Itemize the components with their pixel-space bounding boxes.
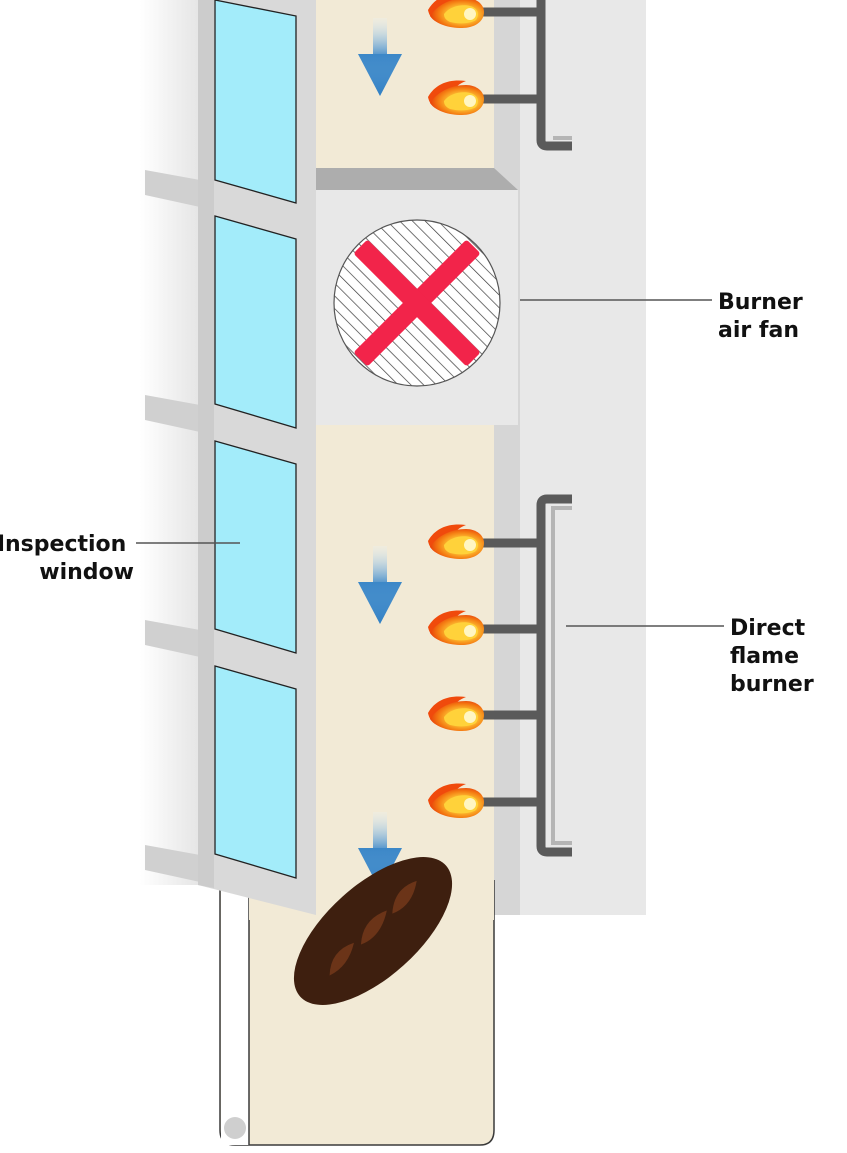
inspection-window-pane [214, 665, 297, 879]
inspection-window-pane [214, 215, 297, 429]
wall-ledge [145, 170, 200, 207]
inspection-window-label-line1: Inspection [0, 532, 126, 557]
upper-burner-manifold [478, 0, 572, 151]
wall-ledge [145, 845, 200, 882]
direct-flame-burner-label-line3: burner [730, 672, 814, 697]
direct-flame-burner-label-line1: Direct [730, 616, 806, 641]
burner-fan-label-line1: Burner [718, 290, 803, 315]
wall-ledge [145, 395, 200, 432]
fan-housing-top [316, 168, 518, 190]
direct-flame-burner-label-line2: flame [730, 644, 799, 669]
lower-burner-manifold [478, 494, 572, 857]
inspection-window-label-line2: window [39, 560, 134, 585]
direct-flame-burner-label: Direct flame burner [730, 616, 814, 697]
inspection-window-pane [214, 440, 297, 654]
wall-ledge [145, 620, 200, 657]
conveyor-belt [219, 880, 495, 1146]
conveyor-roller [224, 1117, 246, 1139]
outer-wall-left [140, 0, 202, 885]
burner-fan-label: Burner air fan [718, 290, 810, 343]
lower-chamber [316, 425, 494, 915]
inspection-window-label: Inspection window [0, 532, 134, 585]
burner-fan-label-line2: air fan [718, 318, 799, 343]
outer-wall-right-shade [493, 0, 520, 915]
bread-icon [293, 857, 453, 1005]
upper-chamber [316, 0, 494, 168]
inspection-window-pane [214, 0, 297, 204]
fan-icon [333, 219, 501, 387]
